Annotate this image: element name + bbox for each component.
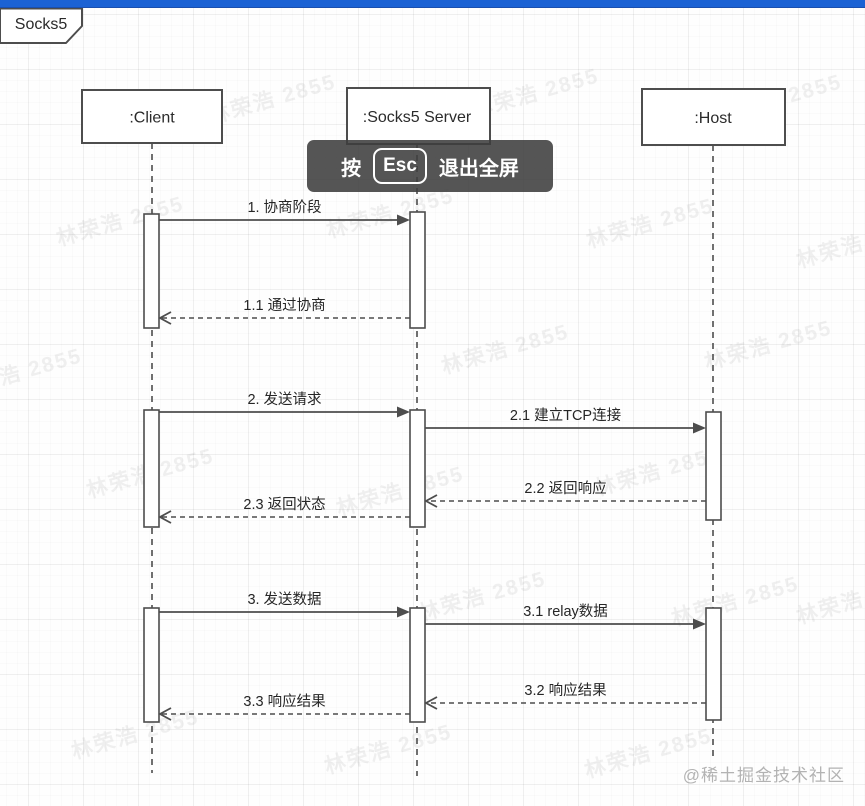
actor-box-host <box>641 88 786 146</box>
fullscreen-exit-toast: 按 Esc 退出全屏 <box>307 140 553 192</box>
activation-bar-3 <box>143 409 160 528</box>
message-label-2: 1.1 通过协商 <box>243 297 325 314</box>
actor-label-server: :Socks5 Server <box>363 109 472 126</box>
activation-bar-5 <box>705 411 722 521</box>
message-label-1: 1. 协商阶段 <box>247 199 321 216</box>
message-label-5: 2.2 返回响应 <box>524 479 606 497</box>
solid-arrowhead-icon <box>693 618 706 630</box>
actor-label-host: :Host <box>694 110 732 127</box>
open-arrowhead-icon <box>158 707 172 721</box>
activation-bar-2 <box>409 211 426 329</box>
message-label-10: 3.3 响应结果 <box>243 692 325 710</box>
toast-prefix-text: 按 <box>341 157 362 180</box>
activation-bar-4 <box>409 409 426 528</box>
message-label-8: 3.1 relay数据 <box>523 603 608 620</box>
open-arrowhead-icon <box>424 494 438 508</box>
solid-arrowhead-icon <box>693 422 706 434</box>
activation-bar-1 <box>143 213 160 329</box>
community-watermark-credit: @稀土掘金技术社区 <box>682 766 845 785</box>
activation-bar-7 <box>409 607 426 723</box>
message-label-3: 2. 发送请求 <box>247 391 322 408</box>
message-label-9: 3.2 响应结果 <box>524 681 606 699</box>
message-label-4: 2.1 建立TCP连接 <box>510 407 621 424</box>
message-label-6: 2.3 返回状态 <box>243 496 325 513</box>
activation-bar-8 <box>705 607 722 721</box>
browser-fullscreen-top-bar <box>0 0 865 8</box>
open-arrowhead-icon <box>158 311 172 325</box>
actor-box-client <box>81 89 223 144</box>
esc-key: Esc <box>373 148 427 184</box>
page-tab-shape <box>0 8 83 44</box>
solid-arrowhead-icon <box>397 606 410 618</box>
open-arrowhead-icon <box>158 510 172 524</box>
activation-bar-6 <box>143 607 160 723</box>
page-tab-socks5[interactable]: Socks5 <box>0 8 92 45</box>
message-label-7: 3. 发送数据 <box>247 591 321 608</box>
page-tab-label: Socks5 <box>14 16 68 33</box>
open-arrowhead-icon <box>424 696 438 710</box>
actor-label-client: :Client <box>129 110 175 127</box>
toast-suffix-text: 退出全屏 <box>438 157 519 180</box>
actor-box-server <box>346 87 491 145</box>
solid-arrowhead-icon <box>397 406 410 418</box>
solid-arrowhead-icon <box>397 214 410 226</box>
